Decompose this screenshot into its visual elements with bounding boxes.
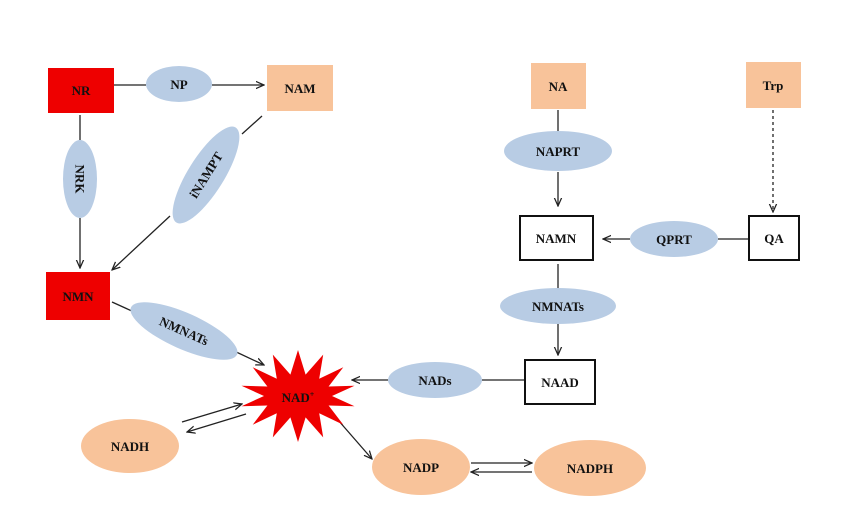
node-trp-label: Trp	[763, 78, 784, 93]
enzyme-inampt: iNAMPT	[172, 126, 240, 224]
nam-to-inampt-line	[241, 115, 263, 135]
node-nadph: NADPH	[534, 440, 646, 496]
enzyme-nmnats-right-label: NMNATs	[532, 299, 584, 314]
node-nadph-label: NADPH	[567, 461, 613, 476]
node-qa-label: QA	[764, 231, 784, 246]
node-namn: NAMN	[519, 215, 594, 261]
enzyme-nmnats-right: NMNATs	[500, 288, 616, 324]
node-nadh-label: NADH	[111, 439, 149, 454]
node-nadh: NADH	[81, 419, 179, 473]
node-na: NA	[531, 63, 586, 109]
connectors	[80, 85, 773, 472]
node-na-label: NA	[549, 79, 568, 94]
node-qa: QA	[748, 215, 800, 261]
node-nadp-label: NADP	[403, 460, 439, 475]
enzyme-nads-label: NADs	[418, 373, 451, 388]
nad-to-nadh-arrow	[187, 413, 247, 432]
enzyme-nads: NADs	[388, 362, 482, 398]
inampt-to-nmn-arrow	[112, 215, 171, 270]
enzyme-np-label: NP	[170, 77, 187, 92]
enzyme-qprt-label: QPRT	[656, 232, 692, 247]
node-nadp: NADP	[372, 439, 470, 495]
nad-to-nadp-arrow	[337, 419, 372, 459]
node-nmn-label: NMN	[62, 289, 94, 304]
enzyme-nrk: NRK	[63, 140, 97, 218]
enzyme-nrk-label: NRK	[73, 165, 88, 195]
node-nad-plus: NAD+	[241, 350, 355, 442]
node-namn-label: NAMN	[536, 231, 577, 246]
node-nad-plus-label: NAD+	[282, 390, 315, 405]
node-naad-label: NAAD	[541, 375, 579, 390]
enzyme-naprt-label: NAPRT	[536, 144, 581, 159]
node-nam: NAM	[267, 65, 333, 111]
enzyme-np: NP	[146, 66, 212, 102]
node-trp: Trp	[746, 62, 801, 108]
node-nmn: NMN	[46, 272, 110, 320]
node-nam-label: NAM	[284, 81, 315, 96]
nad-starburst-shape	[241, 350, 355, 442]
nadh-to-nad-arrow	[181, 404, 242, 423]
enzyme-nmnats-left: NMNATs	[130, 302, 238, 360]
nmn-to-nmnats-line	[111, 301, 135, 313]
node-nr: NR	[48, 68, 114, 113]
enzyme-qprt: QPRT	[630, 221, 718, 257]
node-nr-label: NR	[72, 83, 91, 98]
node-naad: NAAD	[524, 359, 596, 405]
enzyme-naprt: NAPRT	[504, 131, 612, 171]
